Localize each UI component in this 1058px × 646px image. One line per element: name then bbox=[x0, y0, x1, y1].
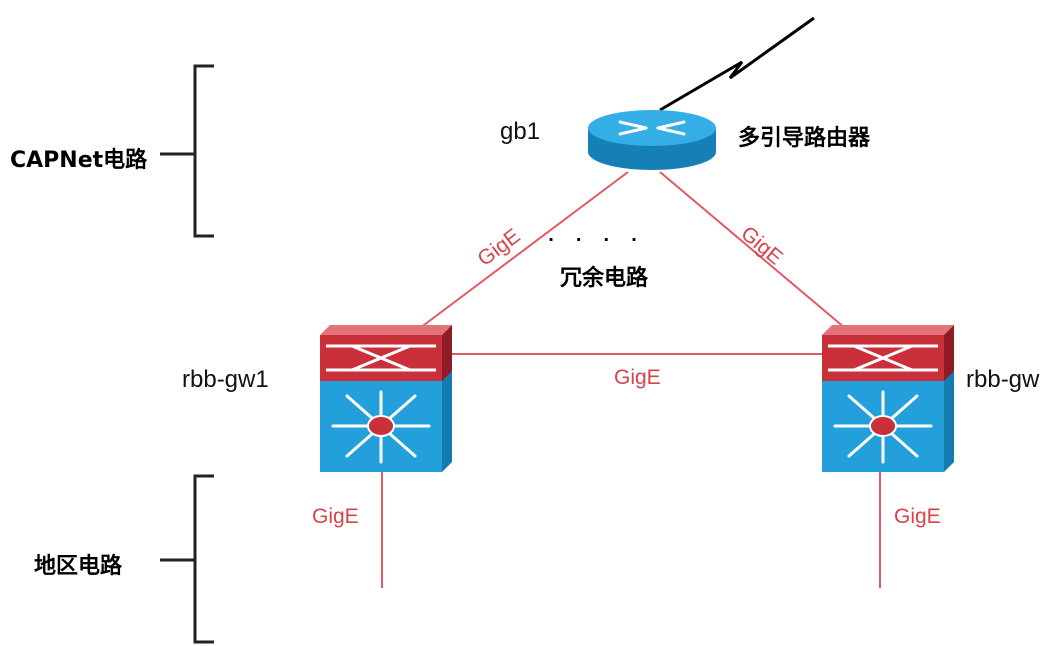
redundant-circuit-label: 冗余电路 bbox=[560, 266, 649, 291]
dots-decoration: · · · · bbox=[548, 230, 646, 249]
regional-circuit-label: 地区电路 bbox=[34, 554, 123, 579]
link-label-middle: GigE bbox=[614, 366, 661, 389]
layer3-switch-icon-1 bbox=[320, 325, 452, 472]
router-name: gb1 bbox=[500, 118, 541, 145]
router-icon bbox=[588, 110, 716, 170]
link-label-down-right: GigE bbox=[894, 505, 941, 528]
regional-bracket bbox=[160, 474, 214, 644]
router-description: 多引导路由器 bbox=[738, 126, 871, 151]
layer3-switch-icon-2 bbox=[822, 325, 954, 472]
lightning-icon bbox=[659, 16, 815, 112]
links bbox=[381, 171, 881, 588]
link-gb1-rbb-gw2 bbox=[659, 171, 846, 329]
capnet-circuit-label: CAPNet电路 bbox=[10, 148, 148, 173]
link-label-down-left: GigE bbox=[312, 505, 359, 528]
switch2-name: rbb-gw bbox=[966, 366, 1040, 393]
capnet-bracket bbox=[160, 64, 214, 238]
link-gb1-rbb-gw1 bbox=[419, 171, 629, 329]
switch1-name: rbb-gw1 bbox=[182, 366, 269, 393]
